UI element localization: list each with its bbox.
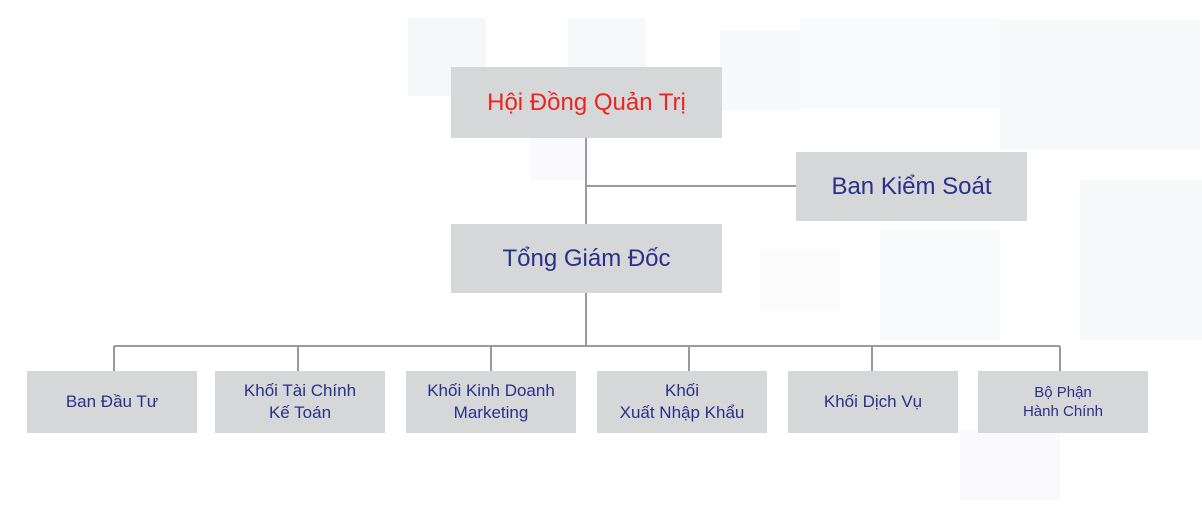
department-box-import-export: Khối Xuất Nhập Khẩu	[597, 371, 767, 433]
department-label-line1: Ban Đầu Tư	[65, 392, 159, 411]
department-box-finance: Khối Tài Chính Kế Toán	[215, 371, 385, 433]
supervisory-board-box: Ban Kiểm Soát	[796, 152, 1027, 221]
department-label-line1: Khối	[664, 381, 700, 400]
department-label-line1: Khối Tài Chính	[243, 381, 357, 400]
board-label: Hội Đồng Quản Trị	[487, 88, 686, 116]
department-label-line2: Hành Chính	[1022, 403, 1104, 420]
department-label-line1: Bộ Phận	[1034, 384, 1092, 401]
department-label-line1: Khối Kinh Doanh	[427, 381, 555, 400]
department-box-sales-marketing: Khối Kinh Doanh Marketing	[406, 371, 576, 433]
board-of-directors-box: Hội Đồng Quản Trị	[451, 67, 722, 138]
department-label-line2: Xuất Nhập Khẩu	[619, 403, 745, 422]
department-label-line2: Kế Toán	[268, 403, 332, 422]
department-label-line1: Khối Dịch Vụ	[823, 392, 923, 411]
department-box-services: Khối Dịch Vụ	[788, 371, 958, 433]
department-box-investment: Ban Đầu Tư	[27, 371, 197, 433]
department-box-administration: Bộ Phận Hành Chính	[978, 371, 1148, 433]
supervisory-label: Ban Kiểm Soát	[831, 172, 992, 200]
ceo-label: Tổng Giám Đốc	[502, 244, 671, 272]
department-label-line2: Marketing	[453, 403, 529, 422]
ceo-box: Tổng Giám Đốc	[451, 224, 722, 293]
